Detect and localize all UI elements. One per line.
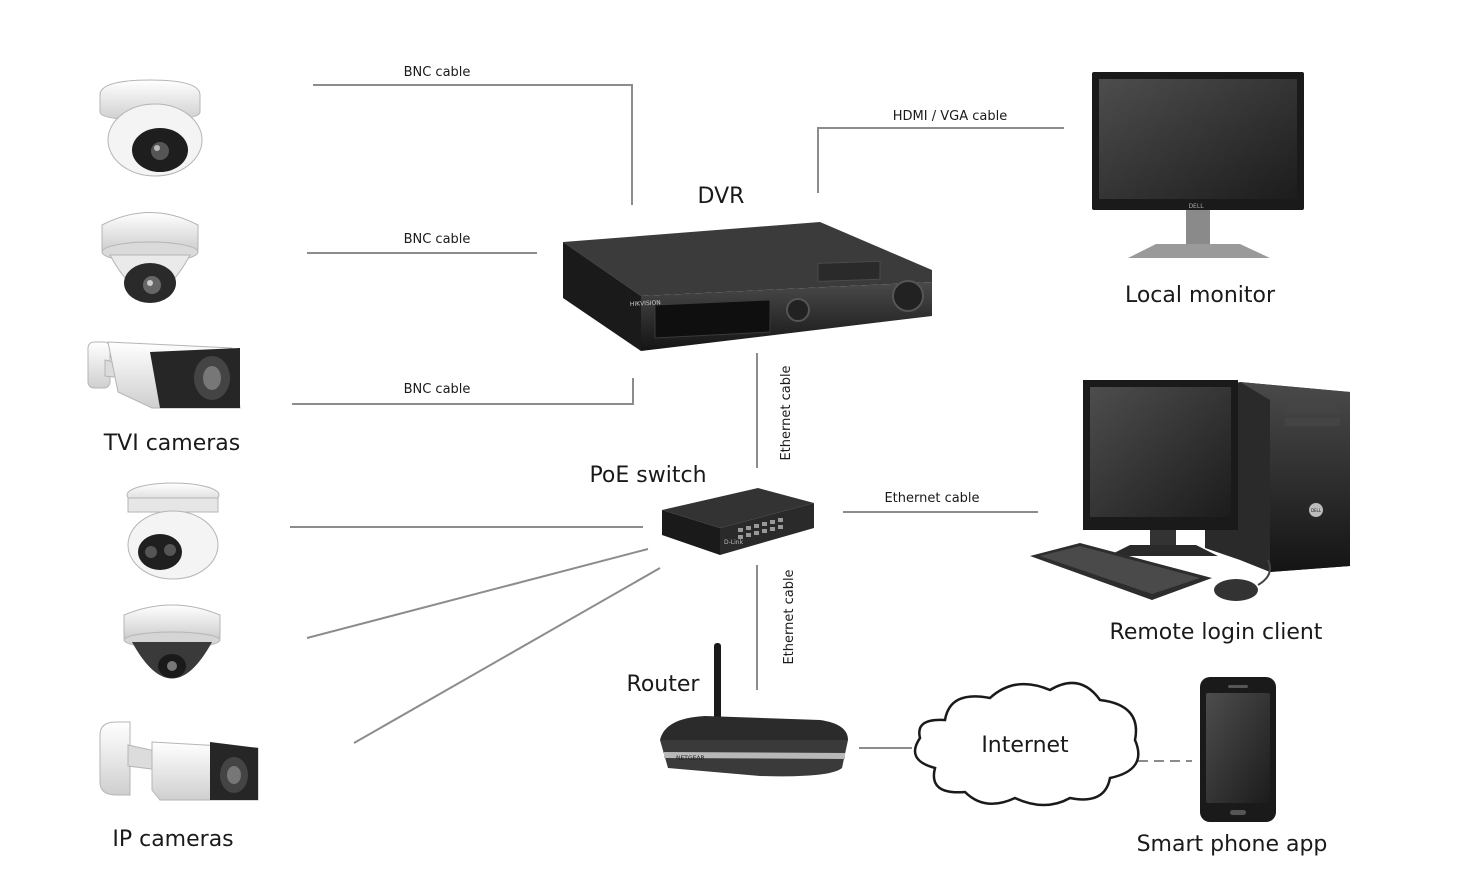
network-switch-icon: D-Link bbox=[662, 488, 814, 555]
node-label-smart-phone-app: Smart phone app bbox=[1137, 832, 1328, 857]
router-brand-logo: NETGEAR bbox=[676, 755, 705, 762]
node-label-internet: Internet bbox=[981, 733, 1069, 758]
pc-brand-logo: DELL bbox=[1311, 508, 1322, 513]
switch-brand-logo: D-Link bbox=[724, 539, 744, 546]
edge-label-hdmi-vga: HDMI / VGA cable bbox=[893, 109, 1007, 124]
wire-bnc-1 bbox=[313, 84, 633, 205]
dvr-brand-logo: HIKVISION bbox=[630, 299, 661, 308]
connection-lines bbox=[290, 84, 1192, 762]
dome-camera-icon bbox=[101, 212, 199, 303]
edge-label-bnc-2: BNC cable bbox=[404, 232, 471, 247]
wire-ip-cam-3 bbox=[353, 567, 661, 744]
bullet-camera-icon bbox=[99, 721, 259, 801]
router-icon: NETGEAR bbox=[660, 643, 848, 777]
edge-label-bnc-3: BNC cable bbox=[404, 382, 471, 397]
edge-label-eth-dvr-switch: Ethernet cable bbox=[779, 365, 794, 460]
monitor-brand-logo: DELL bbox=[1188, 203, 1204, 210]
edge-labels: BNC cable BNC cable BNC cable HDMI / VGA… bbox=[404, 65, 1008, 665]
turret-camera-icon bbox=[99, 79, 203, 177]
wire-hdmi-vga bbox=[817, 127, 1064, 193]
node-label-remote-login-client: Remote login client bbox=[1110, 620, 1323, 645]
monitor-icon: DELL bbox=[1092, 72, 1304, 258]
edge-label-bnc-1: BNC cable bbox=[404, 65, 471, 80]
node-label-poe-switch: PoE switch bbox=[589, 463, 706, 488]
wire-ip-cam-2 bbox=[306, 548, 649, 639]
smartphone-icon bbox=[1200, 677, 1276, 822]
desktop-computer-icon: DELL bbox=[1030, 380, 1350, 601]
cloud-icon bbox=[913, 681, 1140, 807]
node-label-router: Router bbox=[627, 672, 701, 697]
node-label-ip-cameras: IP cameras bbox=[112, 827, 233, 852]
turret-camera-icon bbox=[126, 482, 220, 580]
wire-bnc-3 bbox=[292, 378, 634, 405]
dvr-recorder-icon: HIKVISION bbox=[563, 222, 932, 351]
node-label-dvr: DVR bbox=[698, 184, 745, 209]
bullet-camera-icon bbox=[87, 341, 241, 409]
edge-label-eth-switch-router: Ethernet cable bbox=[782, 569, 797, 664]
dome-camera-icon bbox=[123, 604, 221, 679]
node-label-tvi-cameras: TVI cameras bbox=[103, 431, 241, 456]
edge-label-eth-switch-pc: Ethernet cable bbox=[884, 491, 979, 506]
node-label-local-monitor: Local monitor bbox=[1125, 283, 1276, 308]
